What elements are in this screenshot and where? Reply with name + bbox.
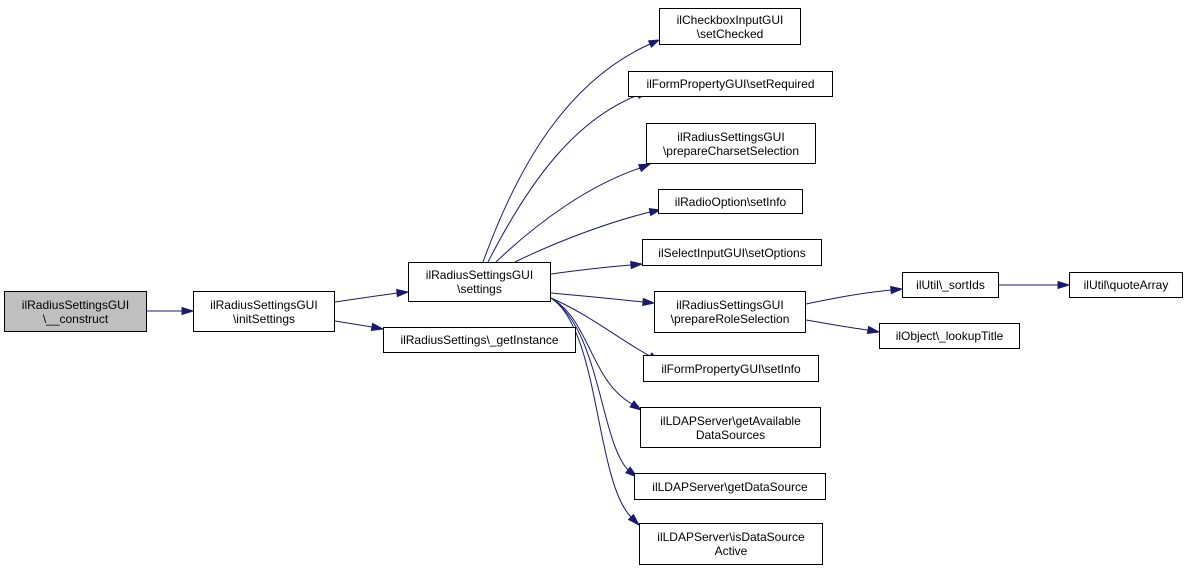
edge-settings-to-isdatasource	[550, 297, 632, 518]
node-quote-array-line-1: ilUtil\quoteArray	[1083, 278, 1169, 292]
node-prepare-role-selection-line-1: ilRadiusSettingsGUI	[676, 298, 784, 312]
node-lookup-title[interactable]: ilObject\_lookupTitle	[879, 323, 1020, 349]
edge-settings-to-setoptions	[550, 264, 632, 275]
node-prepare-charset-selection-line-2: \prepareCharsetSelection	[662, 143, 800, 158]
node-quote-array[interactable]: ilUtil\quoteArray	[1069, 272, 1183, 298]
node-is-data-source-active-line-1: ilLDAPServer\isDataSource	[657, 530, 805, 544]
edge-settings-to-getdatasource	[550, 297, 629, 471]
node-form-property-set-info-line-1: ilFormPropertyGUI\setInfo	[661, 361, 801, 376]
node-radio-option-set-info-line-1: ilRadioOption\setInfo	[674, 194, 787, 209]
arrowhead-settings-to-preparerole	[642, 297, 656, 307]
arrowhead-settings-to-setinfo_radio	[648, 207, 662, 217]
node-get-available-data-sources[interactable]: ilLDAPServer\getAvailable DataSources	[640, 407, 821, 448]
edge-preparerole-to-sortids	[805, 289, 892, 305]
arrowhead-settings-to-setchecked	[647, 39, 661, 49]
edge-initsettings-to-settings	[334, 292, 398, 303]
edge-settings-to-getavailable	[550, 297, 633, 405]
node-set-required[interactable]: ilFormPropertyGUI\setRequired	[628, 71, 833, 97]
node-lookup-title-line-1: ilObject\_lookupTitle	[895, 329, 1004, 343]
node-construct: ilRadiusSettingsGUI \__construct	[4, 291, 147, 332]
node-prepare-role-selection[interactable]: ilRadiusSettingsGUI \prepareRoleSelectio…	[654, 291, 806, 333]
arrowhead-preparerole-to-lookuptitle	[866, 325, 881, 335]
arrowhead-preparerole-to-sortids	[890, 285, 904, 295]
edge-settings-to-preparerole	[550, 292, 644, 303]
edge-initsettings-to-getinstance	[334, 320, 373, 328]
node-set-required-line-1: ilFormPropertyGUI\setRequired	[646, 77, 815, 91]
node-is-data-source-active-line-2: Active	[714, 544, 748, 558]
node-get-instance-line-1: ilRadiusSettings\_getInstance	[400, 333, 559, 347]
arrowhead-settings-to-setoptions	[630, 260, 644, 270]
node-set-options-line-1: ilSelectInputGUI\setOptions	[658, 245, 806, 260]
node-is-data-source-active[interactable]: ilLDAPServer\isDataSource Active	[639, 523, 823, 565]
arrowhead-construct-to-initsettings	[181, 306, 195, 316]
edge-settings-to-setinfo_form	[550, 297, 651, 357]
node-get-available-data-sources-line-2: DataSources	[695, 427, 766, 442]
node-settings-line-2: \settings	[457, 282, 502, 296]
arrowhead-settings-to-getavailable	[629, 400, 643, 411]
node-radio-option-set-info[interactable]: ilRadioOption\setInfo	[658, 189, 803, 214]
arrowhead-settings-to-preparecharset	[637, 163, 652, 173]
edge-settings-to-preparecharset	[495, 167, 641, 263]
node-get-data-source[interactable]: ilLDAPServer\getDataSource	[634, 473, 826, 500]
node-get-available-data-sources-line-1: ilLDAPServer\getAvailable	[660, 413, 801, 428]
arrowhead-settings-to-isdatasource	[627, 513, 641, 527]
node-construct-line-2: \__construct	[42, 311, 109, 326]
node-get-instance[interactable]: ilRadiusSettings\_getInstance	[383, 327, 576, 353]
node-init-settings-line-1: ilRadiusSettingsGUI	[210, 297, 318, 312]
node-set-checked-line-1: ilCheckboxInputGUI	[676, 12, 784, 27]
node-prepare-role-selection-line-2: \prepareRoleSelection	[670, 312, 790, 326]
node-set-checked-line-2: \setChecked	[696, 26, 764, 41]
arrowhead-sortids-to-quotearray	[1057, 280, 1071, 290]
edge-settings-to-setrequired	[487, 94, 639, 263]
node-form-property-set-info[interactable]: ilFormPropertyGUI\setInfo	[643, 355, 819, 382]
node-settings[interactable]: ilRadiusSettingsGUI \settings	[408, 262, 551, 302]
edge-settings-to-setinfo_radio	[514, 211, 651, 263]
node-sort-ids[interactable]: ilUtil\_sortIds	[902, 272, 999, 298]
edge-settings-to-setchecked	[482, 43, 651, 263]
arrowhead-initsettings-to-settings	[396, 288, 410, 298]
node-prepare-charset-selection[interactable]: ilRadiusSettingsGUI \prepareCharsetSelec…	[646, 123, 816, 164]
edge-preparerole-to-lookuptitle	[805, 319, 869, 331]
node-get-data-source-line-1: ilLDAPServer\getDataSource	[652, 479, 808, 494]
node-prepare-charset-selection-line-1: ilRadiusSettingsGUI	[677, 129, 785, 144]
node-set-checked[interactable]: ilCheckboxInputGUI \setChecked	[659, 8, 801, 45]
node-settings-line-1: ilRadiusSettingsGUI	[425, 268, 534, 282]
node-sort-ids-line-1: ilUtil\_sortIds	[916, 278, 985, 292]
node-init-settings[interactable]: ilRadiusSettingsGUI \initSettings	[193, 291, 335, 332]
arrowhead-initsettings-to-getinstance	[370, 322, 385, 332]
node-construct-line-1: ilRadiusSettingsGUI	[21, 297, 130, 312]
node-set-options[interactable]: ilSelectInputGUI\setOptions	[642, 239, 822, 266]
node-init-settings-line-2: \initSettings	[232, 311, 296, 326]
